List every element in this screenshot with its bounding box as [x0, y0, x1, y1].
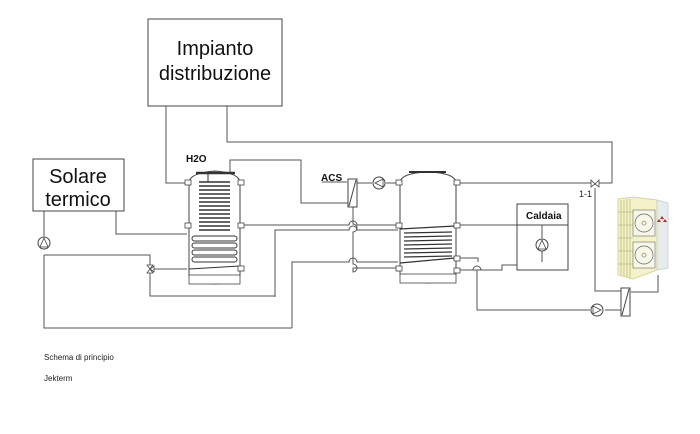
boiler-box: Caldaia: [516, 203, 569, 271]
boiler-label: Caldaia: [526, 211, 562, 222]
boiler-pump-icon: [535, 238, 549, 252]
tank1-lower-coil: [188, 235, 241, 270]
pipe-tank1-to-tank2-mid-b: [274, 225, 398, 297]
solar-thermal-box: Solare termico: [32, 158, 125, 212]
pipes: [43, 106, 659, 329]
diagram-author: Jekterm: [44, 374, 73, 383]
pipe-acs-to-tank2-bottom-run: [352, 204, 398, 273]
pipe-distribution-return: [226, 106, 613, 184]
storage-tank-1: H2O: [184, 154, 245, 285]
tank2-coil: [399, 225, 456, 264]
pipe-tank2-lower-loop: [291, 257, 398, 328]
heatpump-circuit-pump-icon: [590, 303, 604, 317]
pipe-caldaia-to-tank2: [458, 257, 479, 262]
pipe-distribution-to-tank1: [165, 106, 187, 184]
solar-label-line2: termico: [45, 189, 111, 211]
distribution-label-line2: distribuzione: [159, 63, 271, 85]
pipe-solar-to-valve: [44, 254, 151, 265]
storage-tank-2: [395, 171, 461, 284]
three-way-valve-icon: [146, 264, 155, 274]
diagram-title: Schema di principio: [44, 353, 114, 362]
valve-label: 1-1: [579, 189, 592, 199]
pipe-tank2-to-heatpump: [458, 265, 590, 311]
pipe-valve-to-hx: [594, 188, 621, 292]
solar-label-line1: Solare: [49, 166, 107, 188]
solar-pump-icon: [37, 236, 51, 250]
brand-logo-icon: [657, 216, 667, 222]
acs-heat-exchanger-icon: [347, 178, 358, 208]
heat-pump-outdoor-unit: [617, 196, 669, 280]
distribution-label-line1: Impianto: [177, 38, 254, 60]
acs-label: ACS: [321, 173, 342, 184]
pipe-tank1-coil-to-acs: [229, 159, 349, 204]
pipe-hx-to-heatpump: [631, 275, 659, 293]
distribution-system-box: Impianto distribuzione: [147, 18, 283, 107]
valve-1-1-icon: [590, 179, 600, 188]
pipe-valve-down: [149, 273, 275, 297]
pipe-solar-return: [115, 211, 187, 235]
pipe-tank1-to-tank2-mid: [243, 220, 398, 226]
heatpump-heat-exchanger-icon: [620, 287, 631, 317]
pipe-bottom-return: [43, 255, 292, 329]
acs-pump-icon: [372, 176, 386, 190]
tank1-label: H2O: [186, 154, 207, 165]
tank1-upper-coil: [199, 181, 230, 231]
